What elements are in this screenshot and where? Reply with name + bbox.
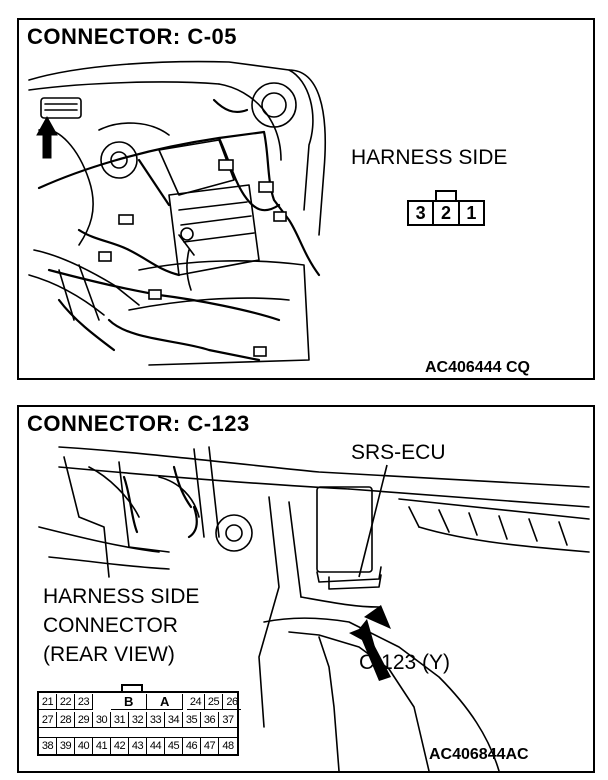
pin-row-1: 21 22 23 B A 24 25 26: [39, 694, 241, 710]
pin-2: 2: [434, 202, 460, 224]
harness-line-3: (REAR VIEW): [43, 643, 175, 666]
pin-cell: 48: [222, 740, 234, 752]
pin-cell: 21: [39, 694, 57, 710]
harness-side-label: HARNESS SIDE: [351, 146, 508, 169]
c123-connector-label: C-123 (Y): [359, 651, 451, 674]
dashboard-illustration: [28, 60, 327, 366]
srs-ecu-label: SRS-ECU: [351, 441, 446, 464]
pin-cell: 24: [187, 694, 205, 710]
pin-cell: 37: [219, 712, 237, 728]
pin-row-2: 27 28 29 30 31 32 33 34 35 36 37: [39, 712, 237, 728]
pin-cell: 31: [111, 712, 129, 728]
pin-cell: 36: [201, 712, 219, 728]
figure-code: AC406844AC: [429, 746, 529, 763]
harness-side-connector-label: HARNESS SIDE CONNECTOR (REAR VIEW): [43, 582, 200, 669]
pin-cell: 38: [39, 738, 57, 754]
pin-cell: 35: [183, 712, 201, 728]
pin-cell: 47: [201, 738, 219, 754]
pin-cell: 30: [93, 712, 111, 728]
pin-cell: 44: [147, 738, 165, 754]
connector-latch: [435, 190, 457, 200]
connector-c123-diagram: 21 22 23 B A 24 25 26 27 28 29 30 31 32 …: [37, 684, 241, 756]
block-b: B: [111, 694, 147, 710]
pin-cell: 42: [111, 738, 129, 754]
pin-row-3: 38 39 40 41 42 43 44 45 46 47 48: [39, 737, 237, 754]
connector-c05-diagram: 3 2 1: [407, 190, 485, 226]
pin-cell: 34: [165, 712, 183, 728]
pin-cell: 26: [223, 694, 241, 710]
pin-cell: 25: [205, 694, 223, 710]
pin-cell: 46: [183, 738, 201, 754]
pin-1: 1: [466, 203, 477, 223]
connector-c05-panel: CONNECTOR: C-05: [17, 18, 595, 380]
block-a: A: [147, 694, 183, 710]
pin-cell: 41: [93, 738, 111, 754]
pin-cell: 29: [75, 712, 93, 728]
harness-line-1: HARNESS SIDE: [43, 585, 200, 608]
pin-cell: 22: [57, 694, 75, 710]
panel-title: CONNECTOR: C-05: [27, 24, 242, 50]
pin-3: 3: [409, 202, 435, 224]
pin-cell: 32: [129, 712, 147, 728]
harness-line-2: CONNECTOR: [43, 614, 178, 637]
pin-cell: 27: [39, 712, 57, 728]
pin-cell: 39: [57, 738, 75, 754]
connector-latch: [121, 684, 143, 692]
pin-gap: [93, 694, 111, 710]
pin-cell: 28: [57, 712, 75, 728]
pin-cell: 43: [129, 738, 147, 754]
connector-c123-panel: CONNECTOR: C-123: [17, 405, 595, 773]
pin-cell: 45: [165, 738, 183, 754]
pin-cell: 33: [147, 712, 165, 728]
srs-ecu-illustration: [38, 446, 590, 771]
pin-cell: 23: [75, 694, 93, 710]
panel-title: CONNECTOR: C-123: [27, 411, 254, 437]
pin-cell: 40: [75, 738, 93, 754]
figure-code: AC406444 CQ: [425, 359, 530, 376]
